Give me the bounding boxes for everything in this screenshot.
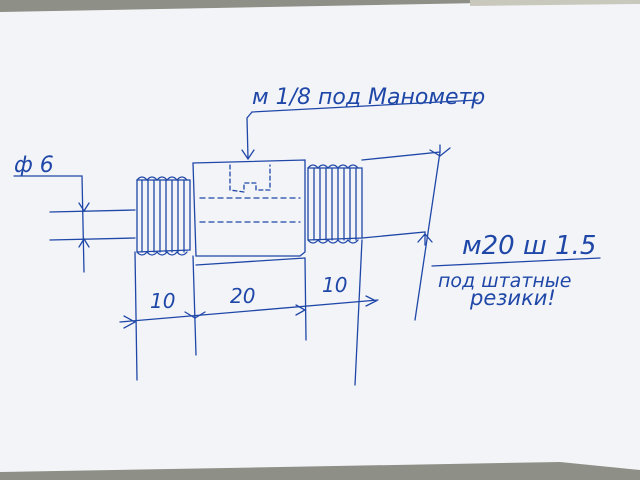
- arrow-3: [295, 304, 307, 316]
- note-line-2: резики!: [469, 286, 556, 310]
- extension-line-1: [134, 251, 138, 381]
- paper-edge-shadow: [470, 0, 640, 6]
- manometer-port: [229, 164, 271, 193]
- diameter-arrows: [78, 202, 90, 248]
- left-thread: [141, 179, 185, 253]
- extension-line-3: [304, 257, 307, 341]
- note-line-1: под штатные: [438, 270, 572, 292]
- top-label-arrow: [241, 149, 255, 161]
- top-label-leader: [246, 111, 253, 159]
- left-thread-bottom: [136, 250, 188, 256]
- part-outline: [13, 99, 601, 386]
- center-body-lower-edge: [195, 257, 306, 266]
- dimension-center: 20: [230, 284, 255, 308]
- thread-dimension-bottom: [361, 231, 433, 246]
- left-thread-top: [136, 176, 188, 182]
- extension-line-2: [192, 255, 197, 356]
- dimension-right: 10: [322, 273, 347, 297]
- extension-line-4: [354, 239, 363, 386]
- length-dimension-line: [119, 299, 379, 323]
- top-label: м 1/8 под Манометр: [252, 85, 485, 110]
- center-bore: [199, 197, 301, 223]
- dimension-left: 10: [150, 289, 175, 313]
- thread-label: м20 ш 1.5: [462, 231, 596, 261]
- right-thread: [313, 167, 357, 241]
- top-label-underline: [251, 99, 479, 113]
- arrow-1: [123, 315, 137, 329]
- center-body: [192, 159, 306, 257]
- diameter-extension-lines: [49, 209, 136, 241]
- arrow-2: [184, 311, 206, 319]
- thread-label-underline: [431, 257, 601, 267]
- diameter-label: ф 6: [14, 153, 54, 178]
- right-thread-bottom: [307, 238, 359, 244]
- right-thread-top: [307, 164, 359, 170]
- arrow-4: [365, 295, 378, 307]
